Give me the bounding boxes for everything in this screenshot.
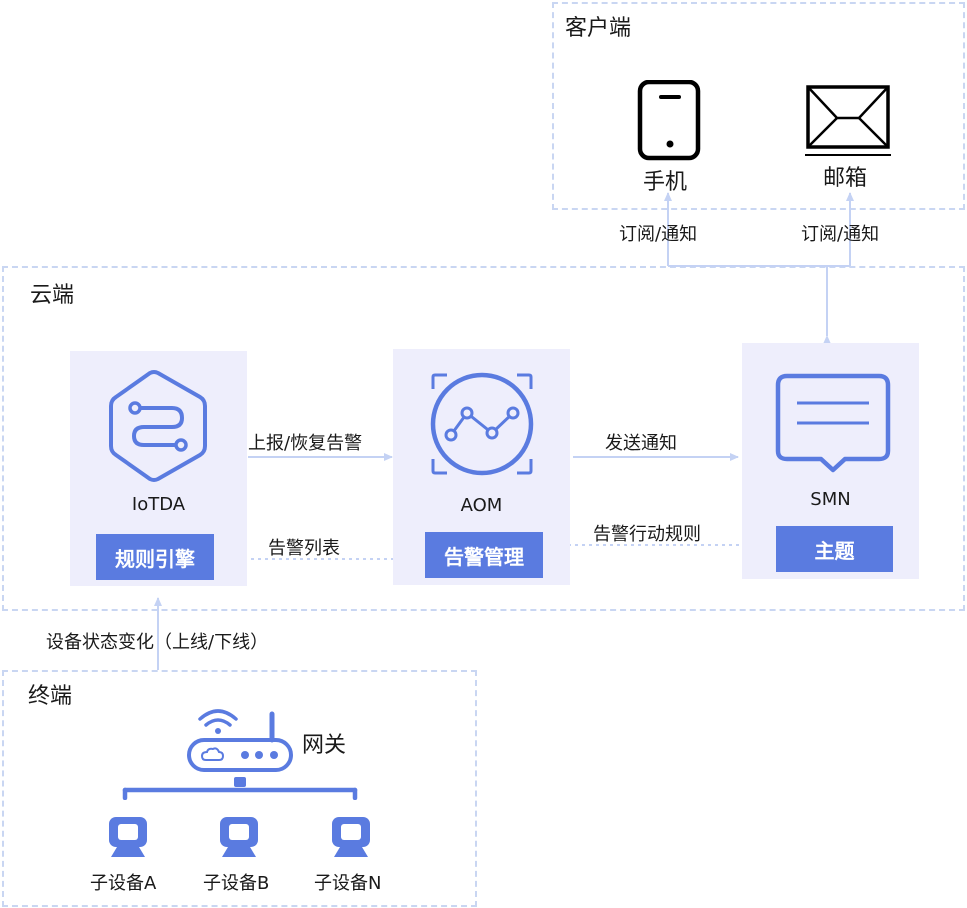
mail-icon [805, 85, 891, 156]
terminal-zone-title: 终端 [28, 684, 73, 709]
alarm-management-tag: 告警管理 [425, 532, 543, 578]
rule-engine-tag: 规则引擎 [96, 534, 214, 580]
sub-device-a-icon [109, 817, 147, 857]
report-alarm-label: 上报/恢复告警 [248, 433, 363, 454]
sub-device-n-icon [332, 817, 370, 857]
mail-label: 邮箱 [823, 166, 868, 191]
aom-label: AOM [460, 495, 503, 516]
device-change-label: 设备状态变化（上线/下线） [46, 632, 269, 653]
terminal-zone [2, 670, 477, 907]
sub-device-n-label: 子设备N [314, 873, 382, 894]
bus-line-icon [122, 777, 358, 800]
subscribe-notify-left: 订阅/通知 [619, 224, 698, 245]
cloud-zone-title: 云端 [30, 283, 75, 308]
aom-card: AOM 告警管理 [393, 349, 570, 585]
alarm-rule-label: 告警行动规则 [593, 524, 701, 545]
phone-icon [637, 80, 701, 161]
sub-device-a-label: 子设备A [90, 873, 157, 894]
send-notify-label: 发送通知 [605, 433, 677, 454]
phone-label: 手机 [643, 170, 688, 195]
alarm-monitor-icon [430, 372, 534, 476]
iotda-card: IoTDA 规则引擎 [70, 351, 247, 586]
smn-label: SMN [810, 489, 851, 510]
alarm-list-label: 告警列表 [268, 538, 340, 559]
smn-card: SMN 主题 [742, 343, 919, 579]
sub-device-b-icon [220, 817, 258, 857]
iotda-label: IoTDA [131, 494, 186, 515]
message-icon [775, 373, 891, 473]
client-zone-title: 客户端 [565, 16, 632, 41]
rule-engine-icon [109, 370, 207, 482]
gateway-icon [187, 709, 293, 772]
subscribe-notify-right: 订阅/通知 [801, 224, 880, 245]
cloud-zone [2, 266, 965, 611]
gateway-label: 网关 [302, 733, 347, 758]
sub-device-b-label: 子设备B [203, 873, 270, 894]
client-zone [552, 2, 965, 210]
topic-tag: 主题 [776, 526, 893, 572]
